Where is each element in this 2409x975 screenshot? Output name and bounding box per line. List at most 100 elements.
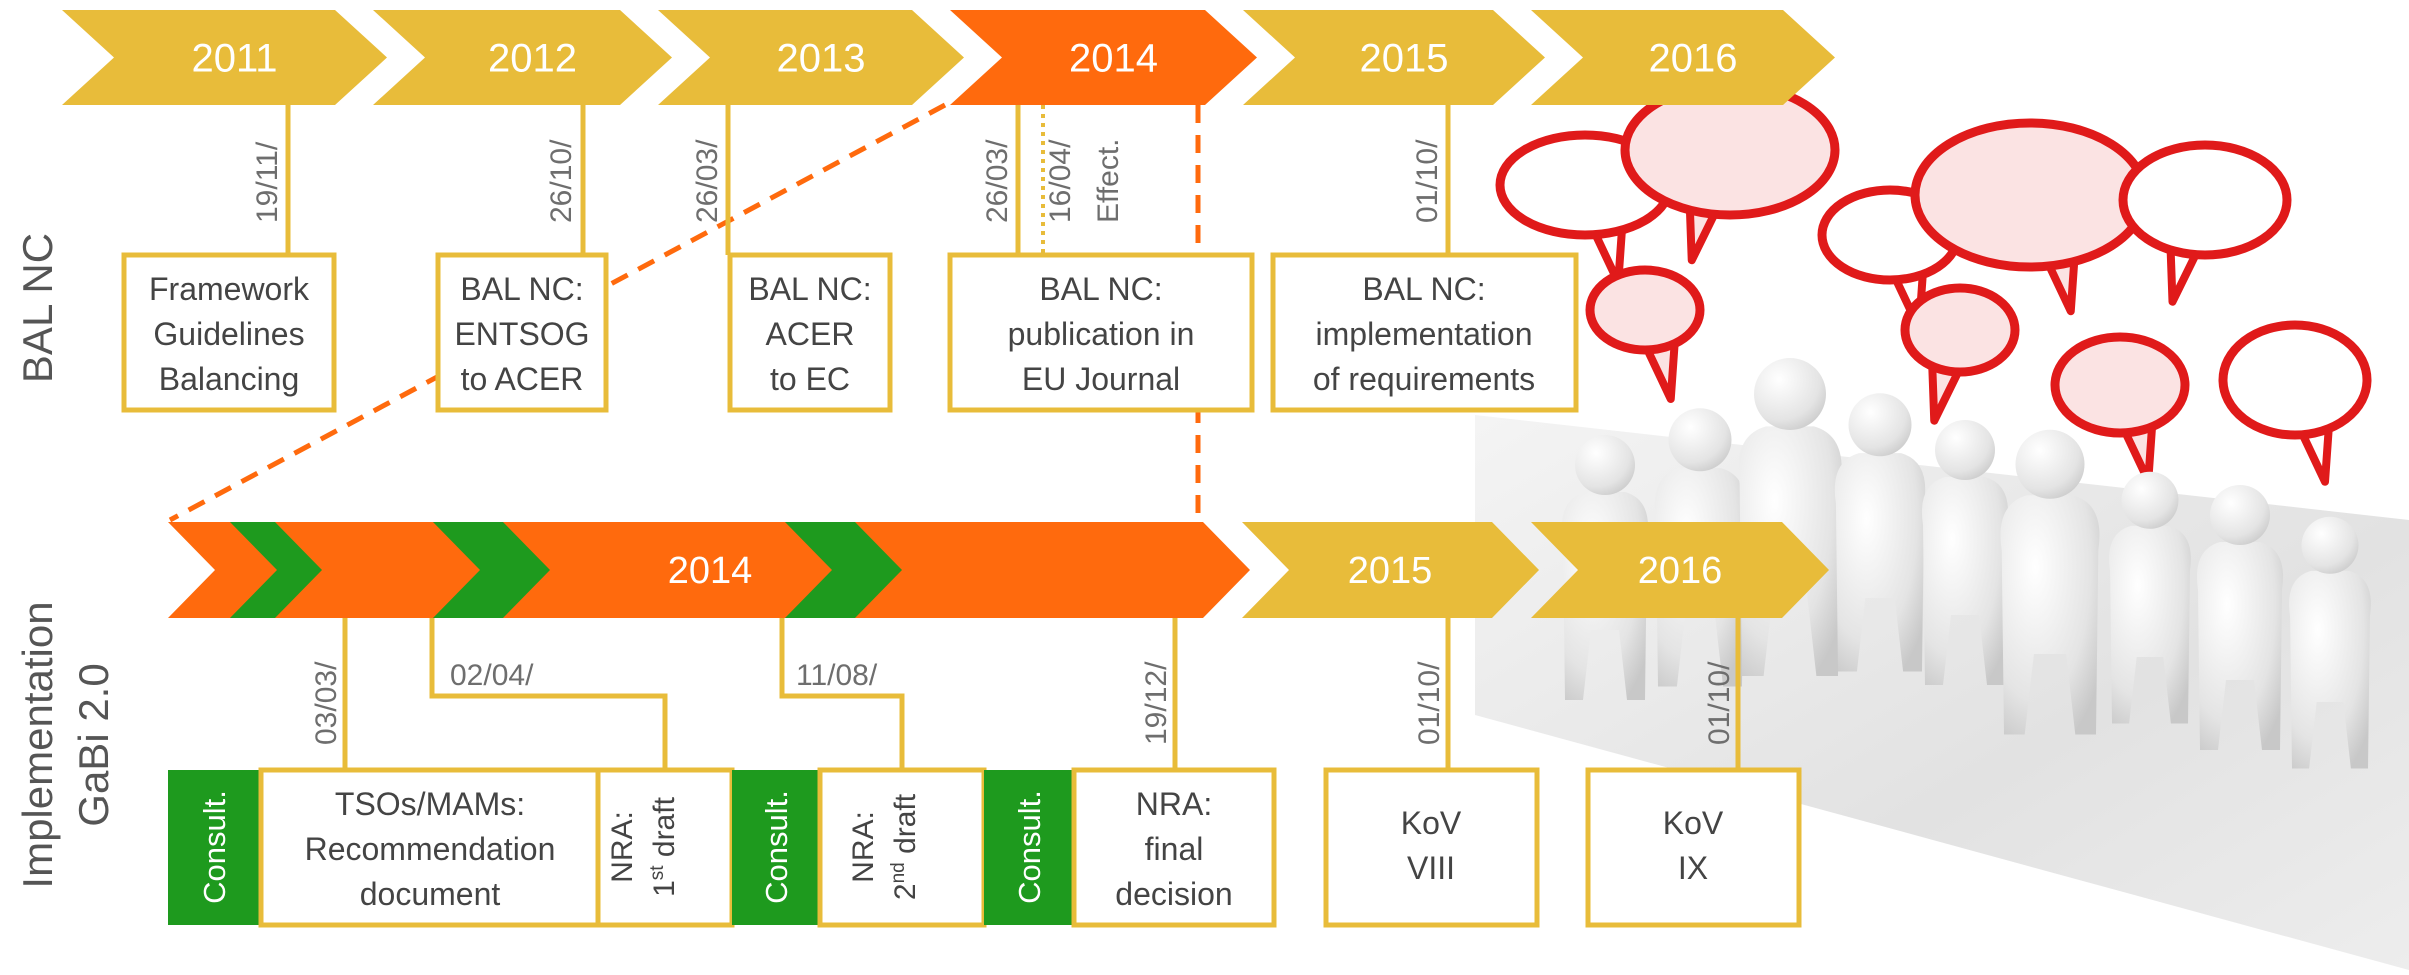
bubble-body <box>1900 283 2020 377</box>
year-label: 2012 <box>488 37 577 81</box>
nra-1st-draft-text: 1st draft <box>647 796 681 896</box>
box-text: implementation <box>1316 316 1533 352</box>
date-label: 01/10/ <box>1703 661 1736 745</box>
year-label: 2016 <box>1649 37 1738 81</box>
bubble-body <box>1585 265 1705 355</box>
person-head <box>1575 435 1635 495</box>
person-figure <box>2196 485 2284 750</box>
date-label: 26/03/ <box>691 139 724 223</box>
bubble-tail <box>2295 424 2333 486</box>
person-body <box>1834 453 1926 672</box>
date-label: 16/04/ <box>1044 139 1077 223</box>
person-head <box>1848 393 1912 457</box>
year-2016-label: 2016 <box>1638 550 1723 592</box>
consult-box-3 <box>984 770 1074 925</box>
box-acer-to-ec <box>727 252 893 413</box>
date-line-0204 <box>429 618 668 770</box>
consult-label: Consult. <box>197 790 232 904</box>
gabi-year-chevrons: 2014 2015 2016 <box>168 522 1829 618</box>
person-figure <box>1834 393 1926 672</box>
consult-box-1 <box>168 770 261 925</box>
person-head <box>2121 471 2179 529</box>
date-label: 01/10/ <box>1411 139 1444 223</box>
box-publication-eu-journal <box>947 252 1255 413</box>
box-text: VIII <box>1407 850 1455 886</box>
person-body <box>1921 477 2009 685</box>
year-chevron-2011 <box>62 10 387 105</box>
chevron-green-3 <box>785 522 902 618</box>
person-body <box>2196 542 2284 750</box>
person-head <box>2015 429 2085 499</box>
bal-date-lines <box>285 105 1451 255</box>
box-framework-guidelines <box>121 252 337 413</box>
bubble-body <box>1910 118 2150 272</box>
year-label: 2015 <box>1360 37 1449 81</box>
person-body <box>2109 525 2191 724</box>
person-head <box>1935 420 1995 480</box>
year-chevron-2012 <box>373 10 672 105</box>
box-text: publication in <box>1008 316 1195 352</box>
speech-bubble <box>1910 118 2150 316</box>
person-head <box>1754 358 1826 430</box>
section-label-gabi: GaBi 2.0 <box>70 663 117 826</box>
speech-bubble <box>1585 265 1705 403</box>
speech-bubble <box>2218 320 2372 486</box>
section-label-implementation: Implementation <box>14 601 61 888</box>
box-text: ACER <box>766 316 855 352</box>
box-text: Framework <box>149 271 310 307</box>
year-label: 2014 <box>1069 37 1158 81</box>
person-body <box>2289 570 2371 769</box>
box-text: EU Journal <box>1022 361 1180 397</box>
person-figure <box>1921 420 2009 685</box>
date-label: 26/10/ <box>545 139 578 223</box>
nra-2nd-draft-text: 2nd draft <box>888 793 922 900</box>
box-kov-ix <box>1585 767 1802 928</box>
box-nra-final-decision <box>1071 767 1277 928</box>
date-label: 19/12/ <box>1140 661 1173 745</box>
gabi-dates: 03/03/ 02/04/ 11/08/ 19/12/ 01/10/ 01/10… <box>310 659 1736 745</box>
chevron-green-2 <box>433 522 550 618</box>
date-label: 01/10/ <box>1413 661 1446 745</box>
box-text: of requirements <box>1313 361 1535 397</box>
box-text: final <box>1145 831 1204 867</box>
bal-dates: 19/11/ 26/10/ 26/03/ 26/03/ 16/04/ Effec… <box>251 139 1444 224</box>
box-text: Guidelines <box>153 316 304 352</box>
date-label: 26/03/ <box>981 139 1014 223</box>
box-nra-2nd-draft <box>817 767 987 928</box>
box-text: BAL NC: <box>1039 271 1162 307</box>
box-text: NRA: <box>1136 786 1212 822</box>
person-figure <box>2109 471 2191 724</box>
draft-word: draft <box>648 796 681 865</box>
year-2014-label: 2014 <box>668 550 753 592</box>
chevron-green-1 <box>230 522 322 618</box>
speech-bubble <box>2050 332 2190 485</box>
gabi-date-lines <box>342 618 1741 770</box>
date-label: 03/03/ <box>310 661 343 745</box>
person-head <box>2301 516 2359 574</box>
bubble-tail <box>2166 242 2205 306</box>
bubble-body <box>2218 320 2372 440</box>
box-text: BAL NC: <box>1362 271 1485 307</box>
speech-bubbles <box>1495 80 2372 486</box>
box-implementation-requirements <box>1270 252 1579 413</box>
bal-milestone-boxes: Framework Guidelines Balancing BAL NC: E… <box>121 252 1579 413</box>
bubble-body <box>2050 332 2190 438</box>
box-text: KoV <box>1663 805 1724 841</box>
box-text: decision <box>1115 876 1232 912</box>
zoom-connector-left <box>168 102 947 523</box>
ordinal-suffix: nd <box>888 862 909 883</box>
ordinal-number: 2 <box>889 883 922 900</box>
consult-label: Consult. <box>759 790 794 904</box>
ordinal-suffix: st <box>647 865 668 881</box>
box-text: ENTSOG <box>454 316 589 352</box>
box-text: IX <box>1678 850 1708 886</box>
ordinal-number: 1 <box>648 880 681 897</box>
box-text: TSOs/MAMs: <box>335 786 525 822</box>
consult-box-2 <box>732 770 820 925</box>
year-label: 2011 <box>191 37 277 81</box>
year-chevron-2014 <box>950 10 1257 105</box>
box-kov-viii <box>1323 767 1540 928</box>
person-figure <box>2000 429 2100 735</box>
